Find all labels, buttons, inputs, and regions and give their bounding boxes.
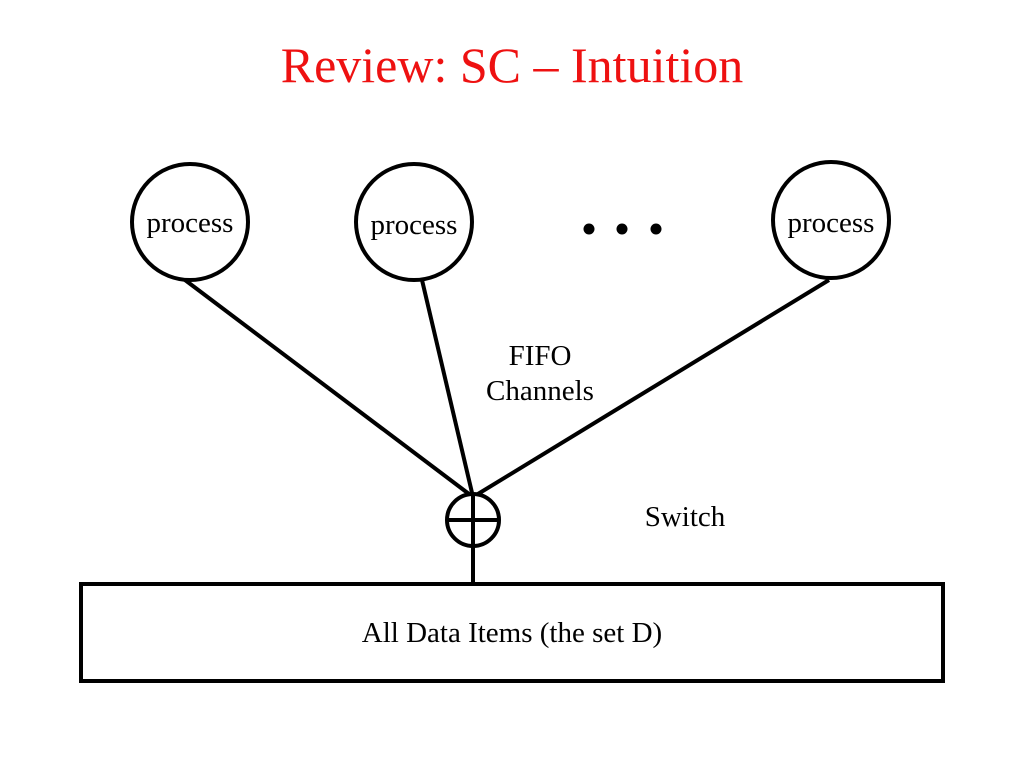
- process-label-3: process: [788, 207, 875, 239]
- channel-line-1: [183, 278, 475, 499]
- process-node-2: process: [354, 162, 474, 282]
- fifo-channels-label: FIFO Channels: [465, 339, 615, 409]
- switch-label: Switch: [644, 501, 726, 533]
- ellipsis: [583, 223, 662, 235]
- channel-line-3: [471, 278, 831, 499]
- data-items-label: All Data Items (the set D): [362, 617, 662, 649]
- process-label-1: process: [147, 207, 234, 239]
- process-label-2: process: [371, 209, 458, 241]
- fifo-label-line2: Channels: [486, 375, 594, 407]
- data-items-box: All Data Items (the set D): [79, 582, 945, 683]
- fifo-label-line1: FIFO: [508, 340, 572, 372]
- switch-icon: [445, 492, 501, 548]
- slide-title: Review: SC – Intuition: [280, 37, 744, 93]
- process-node-1: process: [130, 162, 250, 282]
- process-node-3: process: [771, 160, 891, 280]
- channel-line-2: [420, 279, 475, 498]
